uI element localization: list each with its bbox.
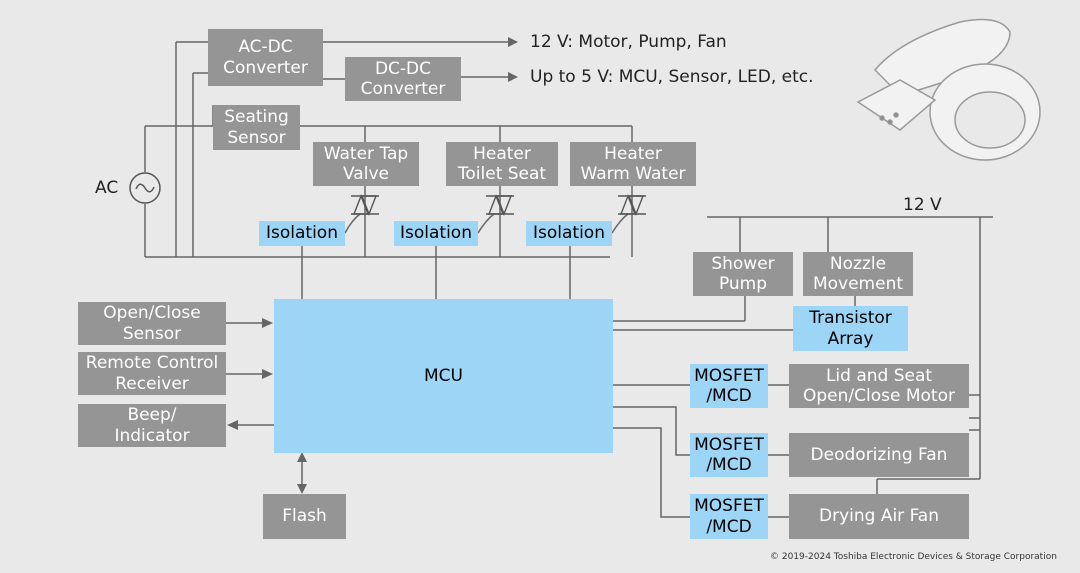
heater-toilet-seat-line2: Toilet Seat bbox=[457, 164, 547, 184]
ac-dc-line2: Converter bbox=[223, 57, 308, 78]
isolation-1-label: Isolation bbox=[266, 223, 338, 244]
lid-seat-motor-line1: Lid and Seat bbox=[825, 365, 933, 386]
mosfet-1-line2: /MCD bbox=[706, 386, 752, 406]
beep-indicator-line2: Indicator bbox=[114, 425, 190, 446]
lid-seat-motor-line2: Open/Close Motor bbox=[803, 386, 955, 406]
mosfet-2-line2: /MCD bbox=[706, 455, 752, 475]
isolation-2-label: Isolation bbox=[400, 223, 472, 244]
beep-indicator: Beep/Indicator bbox=[78, 404, 226, 447]
heater-warm-water-line2: Warm Water bbox=[580, 164, 686, 184]
ac-label: AC bbox=[95, 178, 119, 198]
heater-toilet-seat-line1: Heater bbox=[473, 143, 531, 164]
drying-air-fan-label: Drying Air Fan bbox=[819, 506, 939, 527]
isolation-3-label: Isolation bbox=[533, 223, 605, 244]
heater-warm-water-line1: Heater bbox=[604, 143, 662, 164]
arrow-flash-down bbox=[297, 484, 307, 494]
open-close-sensor-line1: Open/Close bbox=[103, 303, 201, 324]
triac-icon bbox=[618, 194, 646, 216]
triac-icon bbox=[486, 194, 514, 216]
seating-sensor-line1: Seating bbox=[224, 107, 289, 128]
transistor-array-line1: Transistor bbox=[809, 308, 892, 329]
mosfet-1-line1: MOSFET bbox=[694, 365, 764, 386]
dc-dc-line2: Converter bbox=[360, 79, 446, 99]
open-close-sensor-line2: Sensor bbox=[122, 323, 182, 344]
rail-12v-label: 12 V bbox=[903, 195, 942, 215]
water-tap-valve-line1: Water Tap bbox=[323, 143, 409, 164]
mosfet-mcd-1: MOSFET/MCD bbox=[690, 364, 768, 408]
arrow-beep bbox=[227, 420, 238, 430]
mosfet-3-line1: MOSFET bbox=[694, 496, 764, 517]
output-5v-label: Up to 5 V: MCU, Sensor, LED, etc. bbox=[530, 67, 814, 87]
triac-icon bbox=[351, 194, 379, 216]
mcu-label: MCU bbox=[424, 365, 463, 386]
water-tap-valve-line2: Valve bbox=[343, 164, 389, 184]
output-12v-label: 12 V: Motor, Pump, Fan bbox=[530, 32, 727, 52]
toilet-seat-illustration bbox=[856, 18, 1041, 161]
transistor-array-line2: Array bbox=[827, 328, 874, 349]
isolation-2: Isolation bbox=[394, 221, 478, 246]
isolation-3: Isolation bbox=[526, 221, 612, 246]
mosfet-2-line1: MOSFET bbox=[694, 434, 764, 455]
arrow-remote bbox=[262, 369, 273, 379]
flash-label: Flash bbox=[282, 506, 327, 527]
nozzle-movement-line1: Nozzle bbox=[829, 253, 887, 274]
mcu-block: MCU bbox=[274, 299, 613, 453]
copyright-notice: © 2019-2024 Toshiba Electronic Devices &… bbox=[770, 552, 1057, 562]
ac-source-icon bbox=[129, 172, 161, 204]
arrow-open-close bbox=[262, 318, 273, 328]
nozzle-movement-line2: Movement bbox=[812, 274, 904, 294]
beep-indicator-line1: Beep/ bbox=[127, 405, 177, 426]
flash-memory: Flash bbox=[263, 494, 346, 539]
drying-air-fan: Drying Air Fan bbox=[789, 494, 969, 539]
seating-sensor-line2: Sensor bbox=[227, 127, 286, 148]
mosfet-mcd-3: MOSFET/MCD bbox=[690, 494, 768, 539]
remote-control-receiver-line2: Receiver bbox=[115, 373, 189, 394]
arrow-12v bbox=[508, 37, 518, 47]
deodorizing-fan: Deodorizing Fan bbox=[789, 433, 969, 477]
remote-control-receiver-line1: Remote Control bbox=[85, 353, 219, 374]
isolation-1: Isolation bbox=[259, 221, 345, 246]
deodorizing-fan-label: Deodorizing Fan bbox=[810, 444, 948, 465]
arrow-5v bbox=[508, 72, 518, 82]
shower-pump-line2: Pump bbox=[718, 274, 768, 294]
mosfet-3-line2: /MCD bbox=[706, 516, 752, 537]
shower-pump-line1: Shower bbox=[711, 253, 775, 274]
ac-dc-line1: AC-DC bbox=[238, 37, 293, 58]
arrow-flash-up bbox=[297, 452, 307, 462]
mosfet-mcd-2: MOSFET/MCD bbox=[690, 433, 768, 477]
dc-dc-line1: DC-DC bbox=[374, 58, 432, 79]
